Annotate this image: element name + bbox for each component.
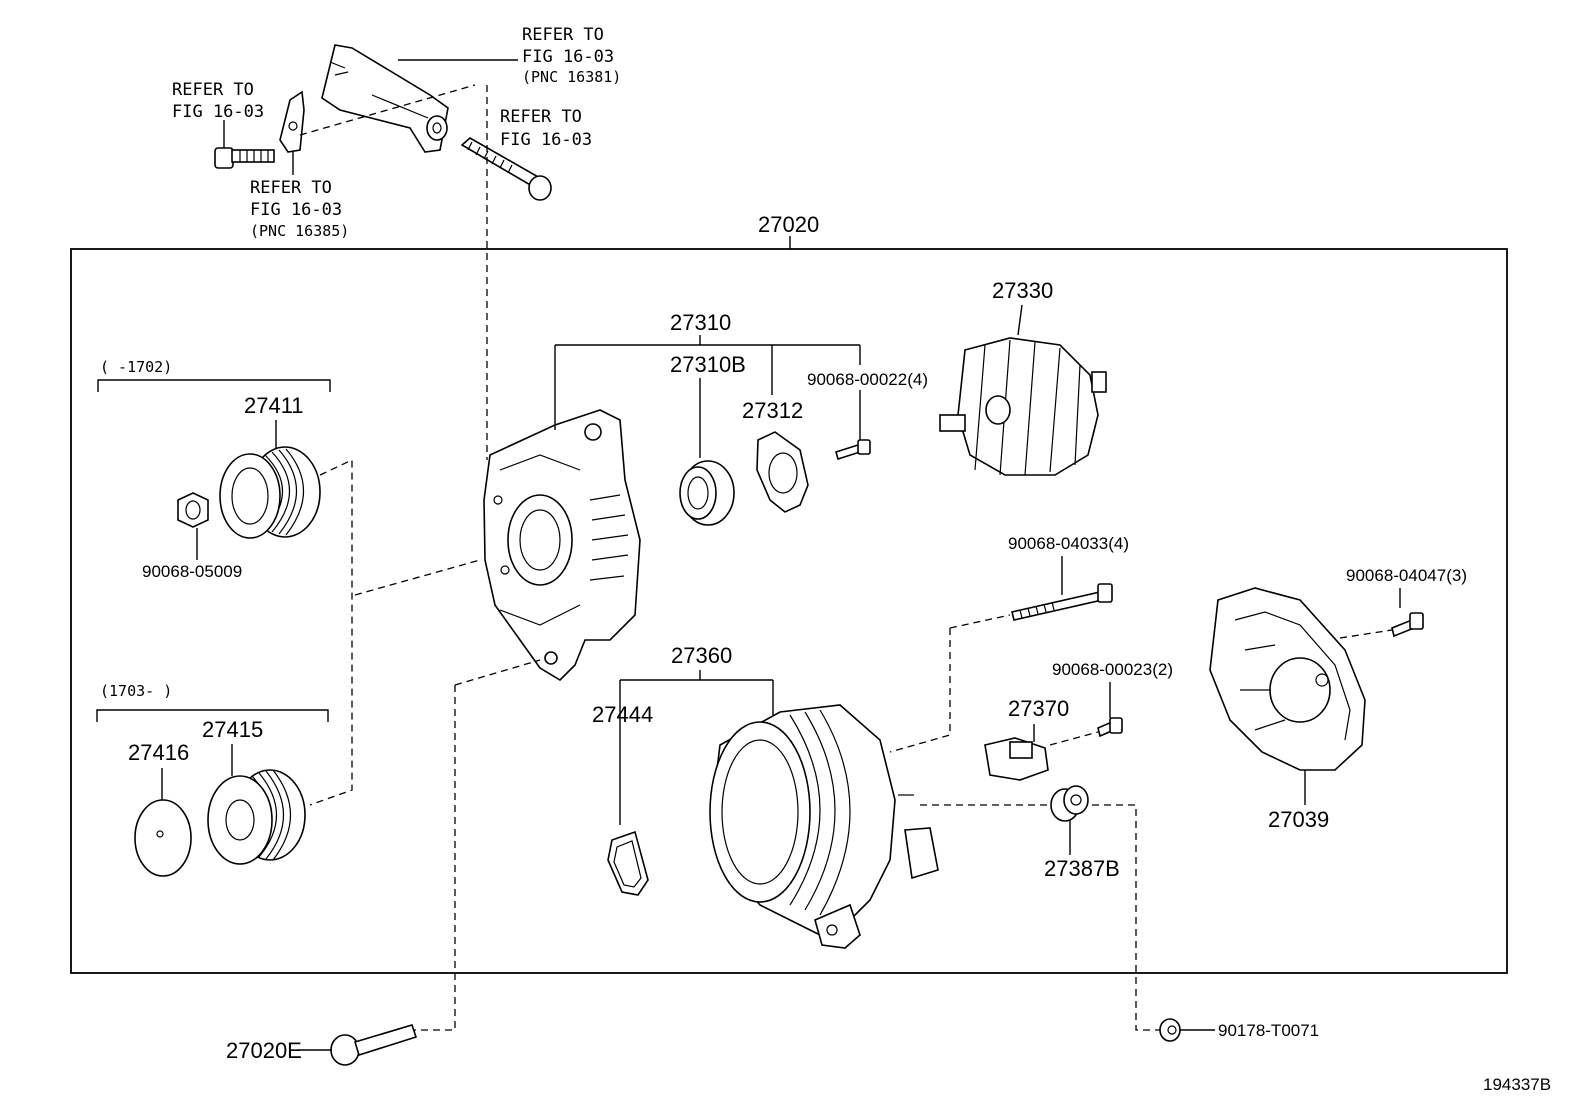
part-number-27312[interactable]: 27312 xyxy=(742,398,803,423)
bearing-retainer-27312 xyxy=(756,431,809,513)
part-number-90068-00023[interactable]: 90068-00023(2) xyxy=(1052,660,1173,679)
ref-bolt-left-line1[interactable]: REFER TO xyxy=(172,80,254,100)
figure-id: 194337B xyxy=(1483,1075,1551,1094)
drive-end-frame xyxy=(483,409,641,682)
ref-bracket-line1[interactable]: REFER TO xyxy=(522,25,604,45)
part-number-90068-04047[interactable]: 90068-04047(3) xyxy=(1346,566,1467,585)
nut-90068-05009 xyxy=(177,492,209,528)
part-number-27020[interactable]: 27020 xyxy=(758,212,819,237)
ref-bolt-right-line1[interactable]: REFER TO xyxy=(500,107,582,127)
ref-adjuster-pnc[interactable]: (PNC 16385) xyxy=(250,222,349,240)
pulley-cap-27416 xyxy=(134,799,192,877)
part-number-27411[interactable]: 27411 xyxy=(244,393,304,418)
part-number-27444[interactable]: 27444 xyxy=(592,702,653,727)
range-from-1703[interactable]: (1703- ) xyxy=(100,682,172,700)
range-upto-1702[interactable]: ( -1702) xyxy=(100,358,172,376)
screw-90068-00023 xyxy=(1097,717,1123,738)
bolt-90068-04033 xyxy=(1011,583,1113,621)
adjusting-bolt-left xyxy=(214,147,275,169)
rear-cover-27039 xyxy=(1209,587,1366,771)
part-number-27039[interactable]: 27039 xyxy=(1268,807,1329,832)
part-number-90068-04033[interactable]: 90068-04033(4) xyxy=(1008,534,1129,553)
through-bolt-27020E xyxy=(330,1024,418,1066)
part-number-27416[interactable]: 27416 xyxy=(128,740,189,765)
assembly-frame-27020 xyxy=(70,248,1508,974)
adjusting-bolt-long xyxy=(460,137,552,201)
screw-90068-04047 xyxy=(1391,612,1424,638)
part-number-27387B[interactable]: 27387B xyxy=(1044,856,1120,881)
adjuster-plate xyxy=(279,90,305,153)
ref-bracket-line2[interactable]: FIG 16-03 xyxy=(522,47,614,67)
part-number-27310B[interactable]: 27310B xyxy=(670,352,746,377)
terminal-insulator-27387B xyxy=(1050,785,1089,822)
rectifier-end-frame-27360 xyxy=(709,704,939,949)
nut-90178-T0071 xyxy=(1159,1018,1181,1042)
ref-bracket-pnc[interactable]: (PNC 16381) xyxy=(522,68,621,86)
screw-90068-00022 xyxy=(835,439,871,461)
bearing-27310B xyxy=(679,460,735,526)
part-number-90068-00022[interactable]: 90068-00022(4) xyxy=(807,370,928,389)
part-number-27330[interactable]: 27330 xyxy=(992,278,1053,303)
part-number-27360[interactable]: 27360 xyxy=(671,643,732,668)
mounting-bracket xyxy=(321,44,449,153)
brush-holder-27370 xyxy=(984,737,1049,781)
ref-adjuster-line2[interactable]: FIG 16-03 xyxy=(250,200,342,220)
part-number-27415[interactable]: 27415 xyxy=(202,717,263,742)
part-number-90178-T0071[interactable]: 90178-T0071 xyxy=(1218,1021,1319,1040)
pulley-27411 xyxy=(219,446,321,539)
ref-adjuster-line1[interactable]: REFER TO xyxy=(250,178,332,198)
seal-27444 xyxy=(607,830,649,896)
ref-bolt-right-line2[interactable]: FIG 16-03 xyxy=(500,130,592,150)
part-number-90068-05009[interactable]: 90068-05009 xyxy=(142,562,242,581)
rotor-27330 xyxy=(939,337,1107,476)
part-number-27310[interactable]: 27310 xyxy=(670,310,731,335)
clutch-pulley-27415 xyxy=(207,769,306,865)
ref-bolt-left-line2[interactable]: FIG 16-03 xyxy=(172,102,264,122)
part-number-27370[interactable]: 27370 xyxy=(1008,696,1069,721)
part-number-27020E[interactable]: 27020E xyxy=(226,1038,302,1063)
